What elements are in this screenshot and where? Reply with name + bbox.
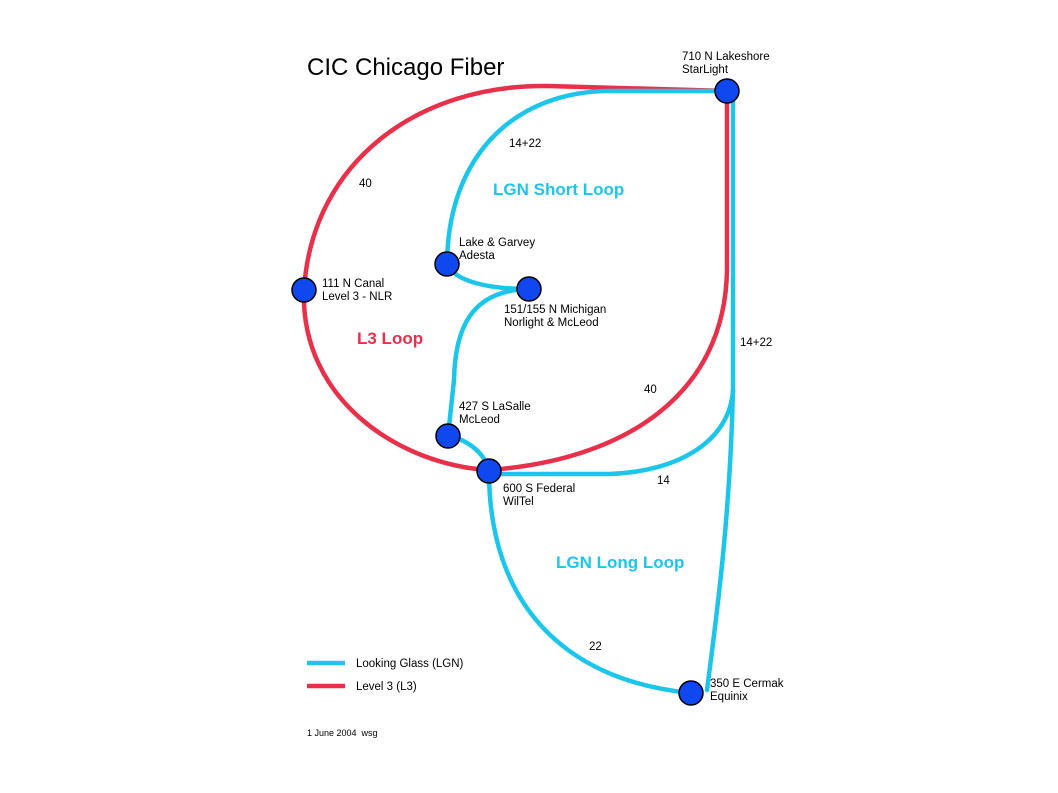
lgn-long-route-bottom	[486, 471, 694, 696]
label-canal-line2: Level 3 - NLR	[322, 291, 392, 303]
lgn-short-route-lake-michigan	[444, 261, 532, 292]
lgn-federal-trunk-route	[486, 387, 736, 477]
lgn-short-route-top	[444, 88, 730, 267]
label-canal-line1: 111 N Canal	[322, 278, 384, 290]
node-starlight[interactable]	[714, 78, 740, 104]
label-federal-line1: 600 S Federal	[503, 483, 575, 495]
link-label-right-trunk: 14+22	[740, 337, 772, 349]
label-cermak-line1: 350 E Cermak	[710, 678, 784, 690]
label-lasalle-line2: McLeod	[459, 414, 500, 426]
link-label-red-top: 40	[359, 178, 372, 190]
node-lake-garvey[interactable]	[434, 251, 460, 277]
label-starlight-line2: StarLight	[682, 64, 729, 76]
node-federal[interactable]	[476, 458, 502, 484]
lgn-short-route-michigan-lasalle	[445, 286, 532, 439]
node-lasalle[interactable]	[435, 423, 461, 449]
l3-route-left	[301, 287, 492, 473]
l3-route-right	[486, 88, 730, 473]
label-michigan-line1: 151/155 N Michigan	[504, 304, 606, 316]
link-label-short-top: 14+22	[509, 138, 541, 150]
label-federal-line2: WilTel	[503, 496, 534, 508]
link-label-federal-link: 14	[657, 475, 670, 487]
l3-route-top	[301, 83, 730, 293]
legend-label-lgn: Looking Glass (LGN)	[356, 658, 464, 670]
link-label-long-bottom: 22	[589, 641, 602, 653]
diagram-title: CIC Chicago Fiber	[307, 54, 504, 81]
label-starlight-line1: 710 N Lakeshore	[682, 51, 770, 63]
node-michigan[interactable]	[516, 276, 542, 302]
link-label-red-right: 40	[644, 384, 657, 396]
label-michigan-line2: Norlight & McLeod	[504, 317, 599, 329]
loop-label-short: LGN Short Loop	[493, 180, 624, 199]
legend: Looking Glass (LGN) Level 3 (L3)	[307, 658, 464, 693]
loop-label-long: LGN Long Loop	[556, 553, 684, 572]
node-cermak[interactable]	[678, 680, 704, 706]
label-lasalle-line1: 427 S LaSalle	[459, 401, 531, 413]
label-cermak-line2: Equinix	[710, 691, 748, 703]
lgn-trunk-route	[704, 88, 736, 693]
node-canal[interactable]	[291, 277, 317, 303]
footnote: 1 June 2004 wsg	[307, 728, 378, 738]
loop-label-l3: L3 Loop	[357, 329, 423, 348]
label-lake-garvey-line1: Lake & Garvey	[459, 237, 535, 249]
label-lake-garvey-line2: Adesta	[459, 250, 495, 262]
legend-label-l3: Level 3 (L3)	[356, 681, 417, 693]
